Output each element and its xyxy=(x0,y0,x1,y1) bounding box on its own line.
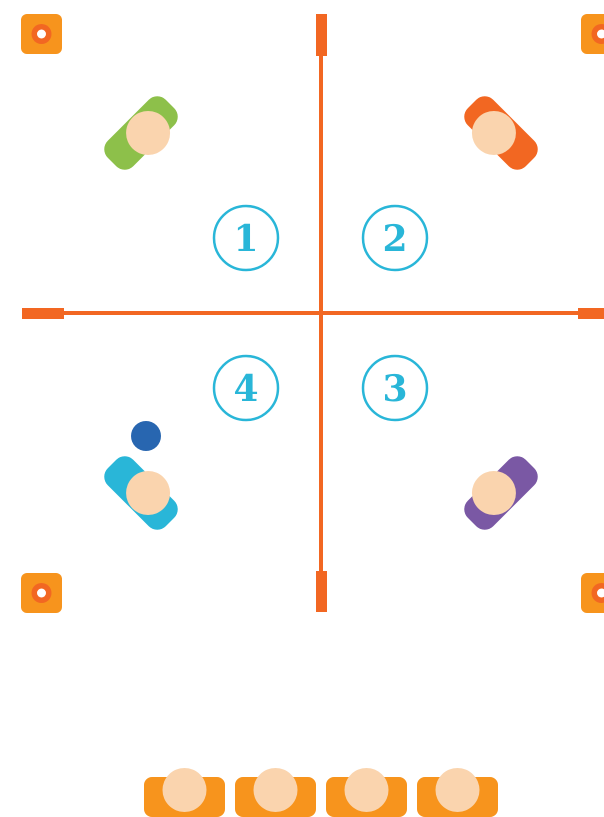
waiting-player xyxy=(326,768,407,817)
waiting-players xyxy=(144,768,498,817)
waiting-player xyxy=(235,768,316,817)
divider-end-left xyxy=(22,308,64,319)
ball xyxy=(131,421,161,451)
divider-end-bottom xyxy=(316,571,327,612)
zone-4-badge: 4 xyxy=(214,356,278,420)
player-zone-1 xyxy=(99,91,189,181)
field-dividers xyxy=(22,14,604,612)
cone-bottom-right xyxy=(581,573,604,613)
zone-4-number: 4 xyxy=(233,368,258,410)
cone-top-right xyxy=(581,14,604,54)
zone-2-number: 2 xyxy=(382,218,407,260)
divider-end-top xyxy=(316,14,327,56)
divider-end-right xyxy=(578,308,604,319)
zone-3-number: 3 xyxy=(382,368,407,410)
cone-bottom-left xyxy=(21,573,62,613)
cone-top-left xyxy=(21,14,62,54)
waiting-player xyxy=(417,768,498,817)
player-zone-3 xyxy=(453,445,543,535)
zone-2-badge: 2 xyxy=(363,206,427,270)
player-zone-4 xyxy=(99,445,189,535)
zone-3-badge: 3 xyxy=(363,356,427,420)
zone-1-badge: 1 xyxy=(214,206,278,270)
waiting-player xyxy=(144,768,225,817)
player-zone-2 xyxy=(453,91,543,181)
zone-1-number: 1 xyxy=(233,218,258,260)
